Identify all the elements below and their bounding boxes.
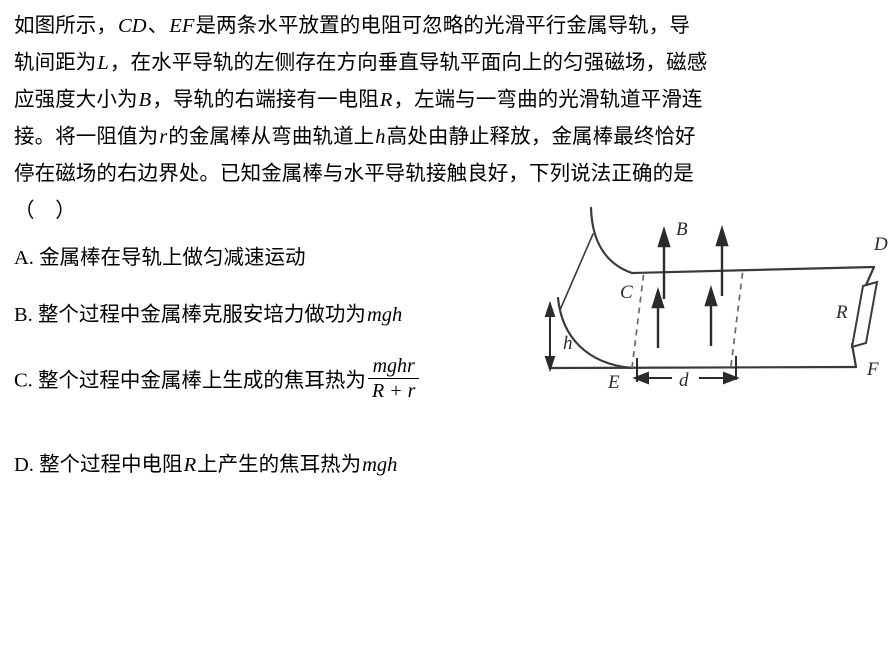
- stem-line-2: 轨间距为L，在水平导轨的左侧存在方向垂直导轨平面向上的匀强磁场，磁感: [14, 45, 880, 82]
- stem-line-1-math-1: CD: [118, 15, 147, 37]
- physics-diagram: B C D E F R d h: [536, 206, 896, 401]
- option-b-text-0: 整个过程中金属棒克服安培力做功为: [37, 304, 366, 326]
- option-d-text-2: 上产生的焦耳热为: [197, 454, 362, 476]
- label-h: h: [563, 333, 573, 354]
- option-c-text: 整个过程中金属棒上生成的焦耳热为 mghr R + r: [37, 355, 422, 402]
- field-arrow-2: [715, 224, 729, 296]
- option-c-fraction-1: mghr R + r: [367, 355, 420, 403]
- option-c-letter: C.: [14, 369, 38, 392]
- magnetic-field-arrows: [651, 224, 729, 348]
- option-d-letter: D.: [14, 454, 40, 476]
- field-arrow-1: [657, 225, 671, 299]
- stem-line-3-math-1: B: [138, 89, 152, 111]
- option-d[interactable]: D. 整个过程中电阻R上产生的焦耳热为mgh: [14, 450, 398, 480]
- label-C: C: [620, 282, 633, 303]
- label-R: R: [835, 302, 848, 323]
- option-c-text-0: 整个过程中金属棒上生成的焦耳热为: [37, 369, 366, 392]
- stem-line-5: 停在磁场的右边界处。已知金属棒与水平导轨接触良好，下列说法正确的是: [14, 156, 880, 193]
- stem-line-4-math-1: r: [159, 126, 168, 148]
- option-b[interactable]: B. 整个过程中金属棒克服安培力做功为mgh: [14, 300, 403, 330]
- option-b-math-1: mgh: [366, 304, 403, 326]
- height-dimension-h: [544, 300, 556, 373]
- label-B: B: [676, 219, 688, 240]
- label-d: d: [679, 370, 689, 391]
- label-D: D: [873, 234, 888, 255]
- resistor-body: [850, 280, 879, 349]
- label-F: F: [866, 359, 879, 380]
- stem-line-1-text-4: 是两条水平放置的电阻可忽略的光滑平行金属导轨，导: [195, 15, 690, 37]
- option-c-fraction-numerator: mghr: [372, 355, 415, 377]
- stem-line-1-text-0: 如图所示，: [14, 15, 117, 37]
- stem-line-1-math-3: EF: [169, 15, 195, 37]
- stem-line-1: 如图所示，CD、EF是两条水平放置的电阻可忽略的光滑平行金属导轨，导: [14, 8, 880, 45]
- field-arrow-3: [651, 286, 665, 348]
- option-a[interactable]: A. 金属棒在导轨上做匀减速运动: [14, 243, 306, 273]
- option-b-text: 整个过程中金属棒克服安培力做功为mgh: [38, 304, 403, 326]
- option-d-text: 整个过程中电阻R上产生的焦耳热为mgh: [39, 454, 398, 476]
- stem-line-4-math-3: h: [375, 126, 386, 148]
- stem-line-4-text-0: 接。将一阻值为: [14, 126, 159, 148]
- field-boundary-right-dashed: [730, 268, 744, 367]
- stem-line-1-text-2: 、: [147, 15, 169, 37]
- label-E: E: [607, 372, 620, 393]
- rail-top-CD: [630, 265, 876, 275]
- option-c[interactable]: C. 整个过程中金属棒上生成的焦耳热为 mghr R + r: [14, 355, 422, 405]
- option-c-fraction-denominator: R + r: [371, 380, 416, 403]
- option-b-letter: B.: [14, 304, 38, 326]
- stem-line-3-math-3: R: [379, 89, 393, 111]
- option-a-text-0: 金属棒在导轨上做匀减速运动: [39, 247, 306, 269]
- stem-line-6-text-0: （ ）: [14, 200, 76, 222]
- field-boundary-left-dashed: [631, 270, 645, 369]
- stem-line-4: 接。将一阻值为r的金属棒从弯曲轨道上h高处由静止释放，金属棒最终恰好: [14, 119, 880, 156]
- width-dimension-d: [632, 356, 740, 385]
- stem-line-2-text-0: 轨间距为: [14, 52, 97, 74]
- option-a-text: 金属棒在导轨上做匀减速运动: [39, 247, 306, 269]
- resistor-R-symbol: [850, 280, 879, 349]
- option-d-math-1: R: [183, 454, 197, 476]
- stem-line-3-text-4: ，左端与一弯曲的光滑轨道平滑连: [393, 89, 703, 111]
- curved-track-upper: [589, 206, 634, 275]
- rail-bottom-EF: [548, 365, 858, 370]
- stem-line-3-text-2: ，导轨的右端接有一电阻: [152, 89, 379, 111]
- stem-line-2-text-2: ，在水平导轨的左侧存在方向垂直导轨平面向上的匀强磁场，磁感: [109, 52, 708, 74]
- stem-line-4-text-2: 的金属棒从弯曲轨道上: [168, 126, 375, 148]
- question-stem: 如图所示，CD、EF是两条水平放置的电阻可忽略的光滑平行金属导轨，导轨间距为L，…: [14, 8, 880, 230]
- option-a-letter: A.: [14, 247, 40, 269]
- track-left-edge-line: [559, 233, 594, 311]
- stem-line-2-math-1: L: [97, 52, 109, 74]
- field-arrow-4: [704, 284, 718, 346]
- option-d-text-0: 整个过程中电阻: [39, 454, 183, 476]
- connector-D-to-resistor: [864, 265, 876, 287]
- stem-line-3-text-0: 应强度大小为: [14, 89, 138, 111]
- option-d-math-3: mgh: [362, 454, 398, 476]
- stem-line-4-text-4: 高处由静止释放，金属棒最终恰好: [386, 126, 696, 148]
- stem-line-5-text-0: 停在磁场的右边界处。已知金属棒与水平导轨接触良好，下列说法正确的是: [14, 163, 694, 185]
- stem-line-6: （ ）: [14, 193, 880, 230]
- stem-line-3: 应强度大小为B，导轨的右端接有一电阻R，左端与一弯曲的光滑轨道平滑连: [14, 82, 880, 119]
- option-c-fraction-bar: [367, 378, 420, 380]
